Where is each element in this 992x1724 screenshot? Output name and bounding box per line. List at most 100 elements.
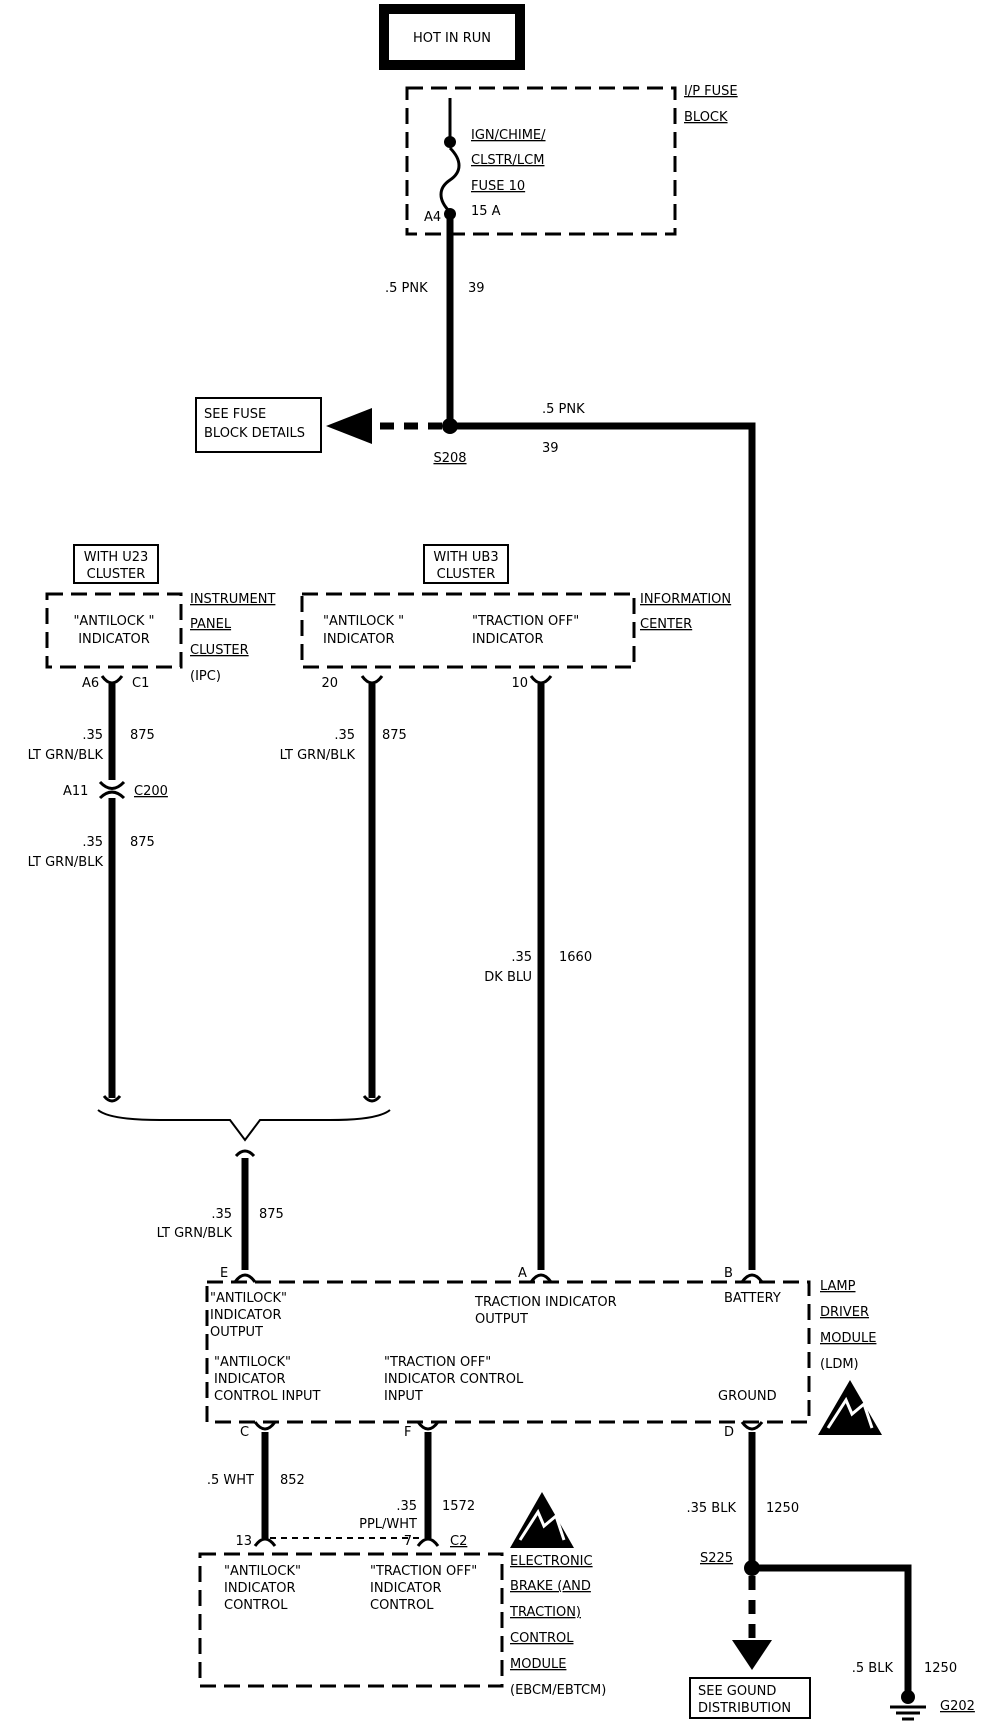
ldm-antilock-input-2: INDICATOR: [214, 1372, 286, 1387]
info-center-label-2: CENTER: [640, 617, 692, 632]
wire-1660-gauge: .35: [511, 950, 532, 965]
wire-875-ldm-color: LT GRN/BLK: [157, 1226, 233, 1241]
fuse-name-line-2: CLSTR/LCM: [471, 153, 544, 168]
wire-39-to-ldm-battery: [450, 422, 756, 1270]
ldm-label-2: DRIVER: [820, 1305, 869, 1320]
ldm-pin-c: C: [240, 1425, 249, 1440]
ldm-traction-output-2: OUTPUT: [475, 1312, 528, 1327]
wire-875-lower-color: LT GRN/BLK: [28, 855, 104, 870]
ldm-pin-b-terminal: [740, 1273, 764, 1283]
ebcm-antilock-label-3: CONTROL: [224, 1598, 288, 1613]
ground-g202-terminal: [901, 1690, 915, 1704]
hot-in-run-label: HOT IN RUN: [413, 31, 491, 46]
ipc-label-1: INSTRUMENT: [190, 592, 275, 607]
ebcm-label-3: TRACTION): [509, 1605, 581, 1620]
ldm-label-1: LAMP: [820, 1279, 856, 1294]
ipc-connector-terminal: [100, 675, 124, 685]
wire-1250-to-g202: [752, 1564, 912, 1693]
ebcm-antilock-label-1: "ANTILOCK": [224, 1564, 301, 1579]
wire-875-junction-brace: [97, 1109, 391, 1142]
ub3-badge: [423, 544, 509, 584]
ub3-traction-label-1: "TRACTION OFF": [472, 614, 579, 629]
ldm-ground-label: GROUND: [718, 1389, 777, 1404]
ebcm-traction-label-3: CONTROL: [370, 1598, 434, 1613]
fuse-rating: 15 A: [471, 204, 501, 219]
info-center-pin-20-terminal: [360, 675, 384, 685]
ub3-antilock-label-2: INDICATOR: [323, 632, 395, 647]
ipc-label-4: (IPC): [190, 669, 221, 684]
see-ground-arrow: [732, 1640, 772, 1670]
ldm-traction-input-2: INDICATOR CONTROL: [384, 1372, 524, 1387]
wire-852-gauge: .5 WHT: [207, 1473, 254, 1488]
u23-antilock-label-2: INDICATOR: [78, 632, 150, 647]
info-center-label-1: INFORMATION: [640, 592, 731, 607]
see-fuse-line-2: BLOCK DETAILS: [204, 426, 305, 441]
wire-875-upper-color: LT GRN/BLK: [28, 748, 104, 763]
c200-name: C200: [134, 784, 168, 799]
wire-875-lower-gauge: .35: [82, 835, 103, 850]
ldm-battery-label: BATTERY: [724, 1291, 781, 1306]
wire-875-ldm-circuit: 875: [259, 1207, 284, 1222]
wire-852-circuit: 852: [280, 1473, 305, 1488]
u23-badge-line-1: WITH U23: [84, 550, 149, 565]
see-ground-line-1: SEE GOUND: [698, 1684, 776, 1699]
ground-g202-label: G202: [940, 1699, 975, 1714]
wire-1250-b-gauge: .5 BLK: [852, 1661, 894, 1676]
ldm-pin-c-terminal: [253, 1421, 277, 1431]
wire-1572-circuit: 1572: [442, 1499, 475, 1514]
splice-s225-label: S225: [700, 1551, 733, 1566]
ldm-antilock-output-3: OUTPUT: [210, 1325, 263, 1340]
ebcm-connector-c2: C2: [450, 1534, 467, 1549]
ldm-antilock-output-1: "ANTILOCK": [210, 1291, 287, 1306]
ipc-label-2: PANEL: [190, 617, 232, 632]
ebcm-traction-label-2: INDICATOR: [370, 1581, 442, 1596]
ub3-antilock-label-1: "ANTILOCK ": [323, 614, 404, 629]
ebcm-pin-13-terminal: [253, 1537, 277, 1547]
ebcm-pin-13: 13: [235, 1534, 252, 1549]
ebcm-label-1: ELECTRONIC: [510, 1554, 593, 1569]
ldm-label-3: MODULE: [820, 1331, 876, 1346]
ebcm-pin-7-terminal: [416, 1537, 440, 1547]
see-ground-line-2: DISTRIBUTION: [698, 1701, 791, 1716]
wire-1250-circuit: 1250: [766, 1501, 799, 1516]
wire-1250-b-circuit: 1250: [924, 1661, 957, 1676]
info-center-pin-10: 10: [511, 676, 528, 691]
ldm-label-4: (LDM): [820, 1357, 859, 1372]
info-center-pin-10-terminal: [529, 675, 553, 685]
fuse-top-terminal: [444, 136, 456, 148]
fuse-name-line-3: FUSE 10: [471, 179, 525, 194]
ldm-pin-e-terminal: [233, 1273, 257, 1283]
ebcm-outline: [198, 1552, 504, 1688]
ebcm-label-2: BRAKE (AND: [510, 1579, 591, 1594]
splice-s208-label: S208: [433, 451, 466, 466]
wire-875-ic-gauge: .35: [334, 728, 355, 743]
ldm-pin-d: D: [724, 1425, 734, 1440]
ldm-traction-input-1: "TRACTION OFF": [384, 1355, 491, 1370]
ebcm-antilock-label-2: INDICATOR: [224, 1581, 296, 1596]
wire-1572-gauge: .35: [396, 1499, 417, 1514]
fuse-name-line-1: IGN/CHIME/: [471, 128, 546, 143]
info-center-pin-20: 20: [321, 676, 338, 691]
wire-1660-circuit: 1660: [559, 950, 592, 965]
see-fuse-box: [195, 397, 322, 453]
wire-875-ic-circuit: 875: [382, 728, 407, 743]
fuse-block-title-2: BLOCK: [684, 110, 728, 125]
ldm-pin-b: B: [724, 1266, 733, 1281]
ldm-traction-output-1: TRACTION INDICATOR: [474, 1295, 617, 1310]
ipc-pin-a6: A6: [82, 676, 99, 691]
ldm-pin-d-terminal: [740, 1421, 764, 1431]
wire-1250-gauge: .35 BLK: [687, 1501, 737, 1516]
c200-connector-bottom: [98, 790, 126, 800]
ldm-antilock-input-3: CONTROL INPUT: [214, 1389, 321, 1404]
ldm-antilock-output-2: INDICATOR: [210, 1308, 282, 1323]
see-ground-box: [689, 1677, 811, 1719]
wire-875-ic-end-cap: [362, 1095, 382, 1103]
ub3-badge-line-1: WITH UB3: [433, 550, 498, 565]
fuse-block-title-1: I/P FUSE: [684, 84, 738, 99]
wire-39-feed-circuit: 39: [468, 281, 485, 296]
ebcm-esd-warning-icon: [510, 1492, 574, 1548]
u23-antilock-label-1: "ANTILOCK ": [73, 614, 154, 629]
see-fuse-arrow: [326, 408, 372, 444]
wire-1572-color: PPL/WHT: [359, 1517, 417, 1532]
hot-in-run-box: [379, 4, 525, 70]
